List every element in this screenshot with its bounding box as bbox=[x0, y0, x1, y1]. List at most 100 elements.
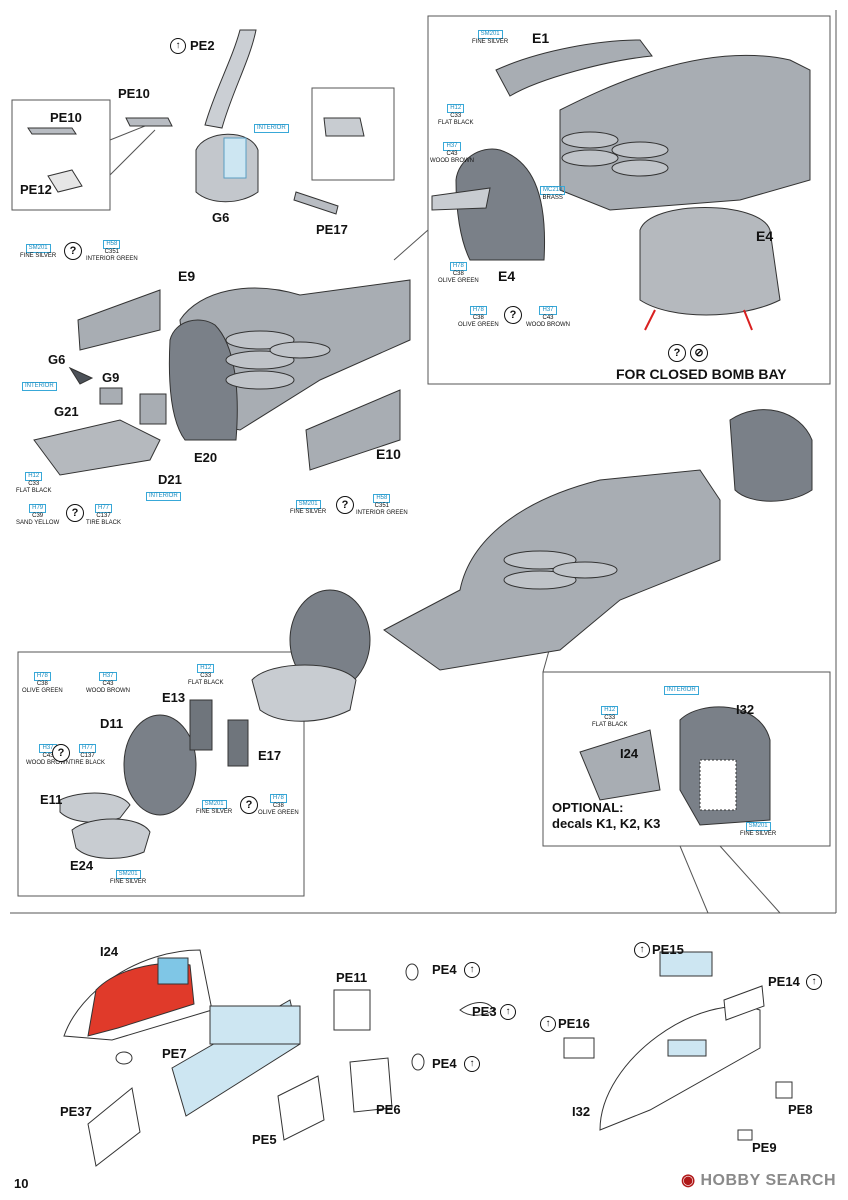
tail-bulkhead bbox=[729, 409, 813, 502]
label-g6: G6 bbox=[212, 210, 230, 225]
paint-interior-d21: INTERIOR bbox=[146, 492, 181, 501]
blue-strip bbox=[667, 1039, 707, 1057]
leader bbox=[393, 229, 429, 261]
pe7-upper bbox=[209, 1005, 301, 1045]
label-i24a: I24 bbox=[620, 746, 639, 761]
inset-pe12 bbox=[11, 99, 111, 211]
question-icon: ? bbox=[336, 496, 354, 514]
leader bbox=[679, 845, 709, 914]
label-d21: D21 bbox=[158, 472, 182, 487]
paint-interior-seat: INTERIOR bbox=[254, 124, 289, 133]
bomb-set-mid bbox=[225, 330, 331, 390]
pe14-part bbox=[723, 985, 765, 1021]
pe16-part bbox=[563, 1037, 595, 1059]
label-i32b: I32 bbox=[572, 1104, 591, 1119]
lens-part bbox=[115, 1051, 133, 1065]
label-e24: E24 bbox=[70, 858, 94, 873]
label-pe8: PE8 bbox=[788, 1102, 813, 1117]
label-e4b: E4 bbox=[756, 228, 774, 244]
e4-bulkhead bbox=[455, 148, 546, 261]
pe10-part-inset bbox=[27, 127, 77, 135]
label-e17: E17 bbox=[258, 748, 282, 763]
label-pe12: PE12 bbox=[20, 182, 52, 197]
question-icon: ? bbox=[668, 344, 686, 362]
label-optional: OPTIONAL: bbox=[552, 800, 624, 815]
watermark: ◉ HOBBY SEARCH bbox=[681, 1172, 836, 1189]
label-d11: D11 bbox=[100, 716, 124, 731]
i32-panel bbox=[599, 1006, 761, 1131]
e20-part bbox=[139, 393, 167, 425]
pe3-part bbox=[459, 1002, 495, 1016]
turn-over-icon: ↑ bbox=[464, 962, 480, 978]
red-mark bbox=[644, 309, 656, 331]
inset-rear-bulkhead bbox=[17, 651, 305, 897]
pe12-part bbox=[47, 169, 83, 193]
e11-part bbox=[59, 792, 131, 823]
e9-panel bbox=[77, 289, 161, 351]
label-pe10: PE10 bbox=[118, 86, 150, 101]
pe4-part bbox=[411, 1053, 425, 1071]
label-pe2: PE2 bbox=[190, 38, 215, 53]
g9-part bbox=[99, 387, 123, 405]
label-pe4a: PE4 bbox=[432, 962, 457, 977]
label-pe7: PE7 bbox=[162, 1046, 187, 1061]
label-pe6: PE6 bbox=[376, 1102, 401, 1117]
pe10-part bbox=[125, 117, 173, 127]
inset-optional bbox=[542, 671, 831, 847]
label-pe5: PE5 bbox=[252, 1132, 277, 1147]
label-decals: decals K1, K2, K3 bbox=[552, 816, 661, 831]
label-e1: E1 bbox=[532, 30, 550, 46]
label-pe37: PE37 bbox=[60, 1104, 92, 1119]
e17-part bbox=[227, 719, 249, 767]
leader bbox=[109, 129, 156, 176]
question-icon: ? bbox=[64, 242, 82, 260]
bomb-set-low bbox=[503, 550, 618, 590]
i24-part bbox=[579, 729, 661, 801]
label-pe9: PE9 bbox=[752, 1140, 777, 1155]
mid-bulkhead bbox=[168, 319, 238, 441]
label-g21: G21 bbox=[54, 404, 79, 419]
pe37-part bbox=[87, 1087, 141, 1167]
pe4-part bbox=[405, 963, 419, 981]
paint-interior-g: INTERIOR bbox=[22, 382, 57, 391]
inset-closed-bay bbox=[427, 15, 831, 385]
glue-icon: ⊘ bbox=[690, 344, 708, 362]
turn-over-icon: ↑ bbox=[806, 974, 822, 990]
label-g9: G9 bbox=[102, 370, 120, 385]
label-e20: E20 bbox=[194, 450, 218, 465]
e10-panel bbox=[305, 389, 401, 471]
pe8-part bbox=[775, 1081, 793, 1099]
question-icon: ? bbox=[66, 504, 84, 522]
pe15-part bbox=[659, 951, 713, 977]
d21-floor bbox=[33, 419, 161, 476]
page-number: 10 bbox=[14, 1176, 29, 1191]
label-pe16: PE16 bbox=[558, 1016, 590, 1031]
turn-over-icon: ↑ bbox=[464, 1056, 480, 1072]
g6-small bbox=[68, 366, 94, 385]
fuselage-assembled bbox=[383, 469, 721, 671]
i32-opening bbox=[699, 759, 737, 811]
seat-belt-detail bbox=[223, 137, 247, 179]
label-pe11: PE11 bbox=[336, 970, 368, 985]
e4-closed-panel bbox=[639, 207, 781, 316]
d11-disc bbox=[123, 714, 197, 816]
